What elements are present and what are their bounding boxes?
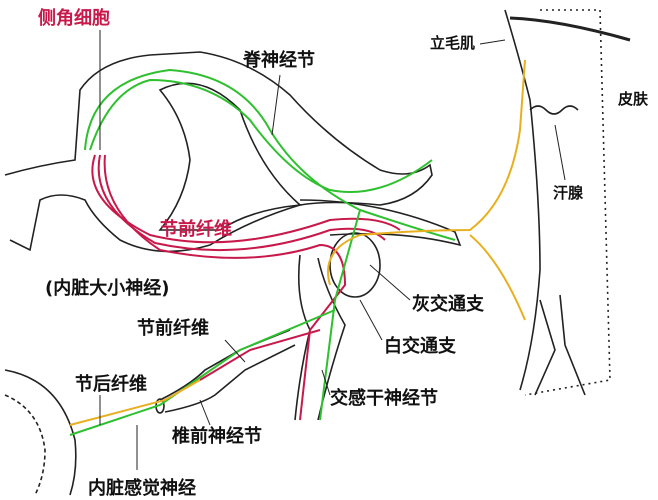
visceral-sensory-fiber [69,309,336,436]
label-preganglionic-fiber: 节前纤维 [137,317,209,339]
leader-prevert [199,399,211,426]
postganglionic-fiber-gut [69,379,201,426]
label-prevertebral-ganglion: 椎前神经节 [172,425,262,447]
postganglionic-fiber-skin [327,59,526,286]
fibers [69,59,526,436]
label-gray-ramus: 灰交通支 [412,293,485,315]
preganglionic-fiber-3 [103,154,347,421]
label-spinal-ganglion: 脊神经节 [242,49,315,71]
label-postganglionic-fiber: 节后纤维 [75,373,147,395]
spinal-cord-outline [4,51,433,253]
label-white-ramus: 白交通支 [384,335,457,357]
gut-wall-outline [4,369,77,496]
sensory-fiber-2 [89,78,433,193]
label-preganglionic-fiber-red: 节前纤维 [160,218,232,240]
leader-trunk [321,369,331,396]
outlines [4,9,631,496]
label-skin: 皮肤 [618,90,649,108]
ramus-loop [329,232,381,298]
preganglionic-fiber-2 [97,154,386,252]
prevertebral-outline [159,329,291,401]
label-lateral-horn-cell: 侧角细胞 [38,7,110,29]
preganglionic-fiber-1 [91,154,401,244]
leader-gray [369,264,411,301]
preganglionic-fiber-4 [199,329,321,381]
skin-outline [504,9,541,391]
leader-lines [99,30,566,470]
leader-spinal-ganglion [271,74,281,136]
hair [509,16,631,42]
leader-arrector [479,39,506,45]
skin-texture [524,9,611,396]
sweat-gland [529,105,579,115]
sensory-fiber-1 [84,68,456,241]
label-sympathetic-trunk-ganglion: 交感干神经节 [330,387,438,409]
label-visceral-sensory-nerve: 内脏感觉神经 [88,477,196,499]
leader-sweat [554,124,566,181]
leader-white [359,299,383,341]
leader-pre2 [224,339,246,363]
label-arrector-pili: 立毛肌 [430,34,475,52]
label-splanchnic-nerves: (内脏大小神经) [45,277,169,299]
dorsal-root-outline [158,82,302,231]
label-sweat-gland: 汗腺 [553,184,584,202]
sympathetic-trunk-outline-2 [317,257,346,421]
postganglionic-fiber-vessel [469,234,526,321]
gut-mucosa [4,394,46,496]
blood-vessel [534,294,586,396]
